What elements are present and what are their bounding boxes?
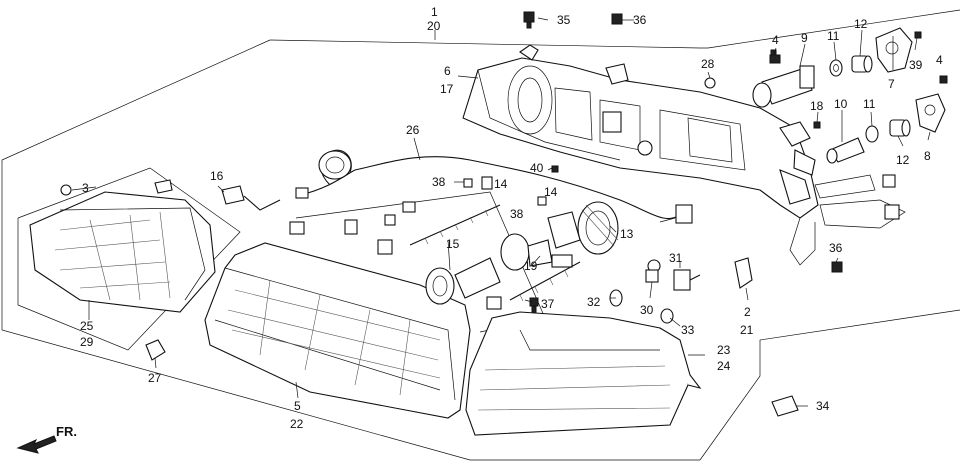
callout-22: 22 xyxy=(290,417,304,431)
callout-4: 4 xyxy=(772,33,779,47)
assembly-outline xyxy=(1,9,961,461)
callout-38: 38 xyxy=(432,175,446,189)
callout-35: 35 xyxy=(557,13,571,27)
bolt-37 xyxy=(529,297,539,315)
callout-14: 14 xyxy=(494,177,508,191)
bolt-35 xyxy=(523,11,535,29)
callout-2: 2 xyxy=(744,305,751,319)
headlight-lens xyxy=(204,242,471,419)
bolt-36-lower xyxy=(831,261,843,273)
callout-40: 40 xyxy=(530,161,544,175)
callout-27: 27 xyxy=(148,371,162,385)
callout-11b: 11 xyxy=(863,97,876,111)
callout-labels: 1 20 35 36 6 17 4 9 11 12 39 7 28 4 18 1… xyxy=(56,5,943,439)
side-marker-lamp xyxy=(29,179,216,313)
screw-4-top xyxy=(770,49,777,56)
clip-34 xyxy=(771,395,799,417)
callout-12: 12 xyxy=(854,17,868,31)
callout-30: 30 xyxy=(640,303,654,317)
callout-14b: 14 xyxy=(544,185,558,199)
fasteners-row xyxy=(289,176,547,310)
direction-label: FR. xyxy=(56,424,77,439)
callout-6: 6 xyxy=(444,64,451,78)
screw-4-right xyxy=(939,75,948,84)
callout-15: 15 xyxy=(446,237,460,251)
nut-28 xyxy=(704,77,716,89)
headlight-housing xyxy=(462,44,906,266)
dust-cover-19 xyxy=(547,211,581,268)
wire-harness xyxy=(295,149,693,224)
callout-11: 11 xyxy=(827,29,840,43)
adjuster-washer-upper xyxy=(829,59,843,77)
socket-16 xyxy=(221,185,281,211)
callout-9: 9 xyxy=(801,31,808,45)
grommet-33 xyxy=(660,308,674,324)
callout-16: 16 xyxy=(210,169,224,183)
screw-39 xyxy=(914,31,922,39)
screw-40 xyxy=(551,165,559,173)
adjuster-motor xyxy=(752,54,815,108)
callout-7: 7 xyxy=(888,77,895,91)
front-direction-arrow xyxy=(16,435,57,454)
adjust-rod xyxy=(409,204,581,302)
clip-18-upper xyxy=(813,121,821,129)
callout-3: 3 xyxy=(82,181,89,195)
callout-37: 37 xyxy=(541,297,555,311)
leader-lines xyxy=(71,17,931,407)
callout-38b: 38 xyxy=(510,207,524,221)
callout-21: 21 xyxy=(740,323,754,337)
callout-39: 39 xyxy=(909,58,923,72)
callout-33: 33 xyxy=(681,323,695,337)
callout-13: 13 xyxy=(620,227,634,241)
callout-17: 17 xyxy=(440,82,454,96)
callout-25: 25 xyxy=(80,319,94,333)
callout-18: 18 xyxy=(810,99,824,113)
adjuster-bracket-upper xyxy=(875,27,913,73)
socket-31 xyxy=(673,269,701,291)
callout-26: 26 xyxy=(406,123,420,137)
clip-27 xyxy=(145,339,166,361)
callout-5: 5 xyxy=(294,399,301,413)
callout-31: 31 xyxy=(669,251,683,265)
callout-20: 20 xyxy=(427,19,441,33)
callout-36b: 36 xyxy=(829,241,843,255)
callout-24: 24 xyxy=(717,359,731,373)
callout-8: 8 xyxy=(924,149,931,163)
corner-lamp xyxy=(465,311,702,436)
callout-19: 19 xyxy=(524,259,538,273)
bolt-36-top xyxy=(611,13,623,25)
adjuster-nut-upper xyxy=(851,55,873,73)
bulb-retainer-ring xyxy=(577,201,619,255)
callout-23: 23 xyxy=(717,343,731,357)
bulb-30 xyxy=(645,259,661,283)
callout-34: 34 xyxy=(816,399,830,413)
callout-4b: 4 xyxy=(936,53,943,67)
adjuster-washer-lower xyxy=(865,125,879,143)
callout-1: 1 xyxy=(431,5,438,19)
callout-29: 29 xyxy=(80,335,94,349)
callout-10: 10 xyxy=(834,97,848,111)
callout-12b: 12 xyxy=(896,153,910,167)
bracket-2 xyxy=(734,257,753,289)
adjuster-nut-lower xyxy=(889,119,911,137)
adjuster-screw-lower xyxy=(826,137,865,164)
callout-28: 28 xyxy=(701,57,715,71)
adjuster-bracket-lower xyxy=(915,93,946,133)
halogen-bulb xyxy=(425,233,553,305)
callout-36: 36 xyxy=(633,13,647,27)
callout-32: 32 xyxy=(587,295,601,309)
